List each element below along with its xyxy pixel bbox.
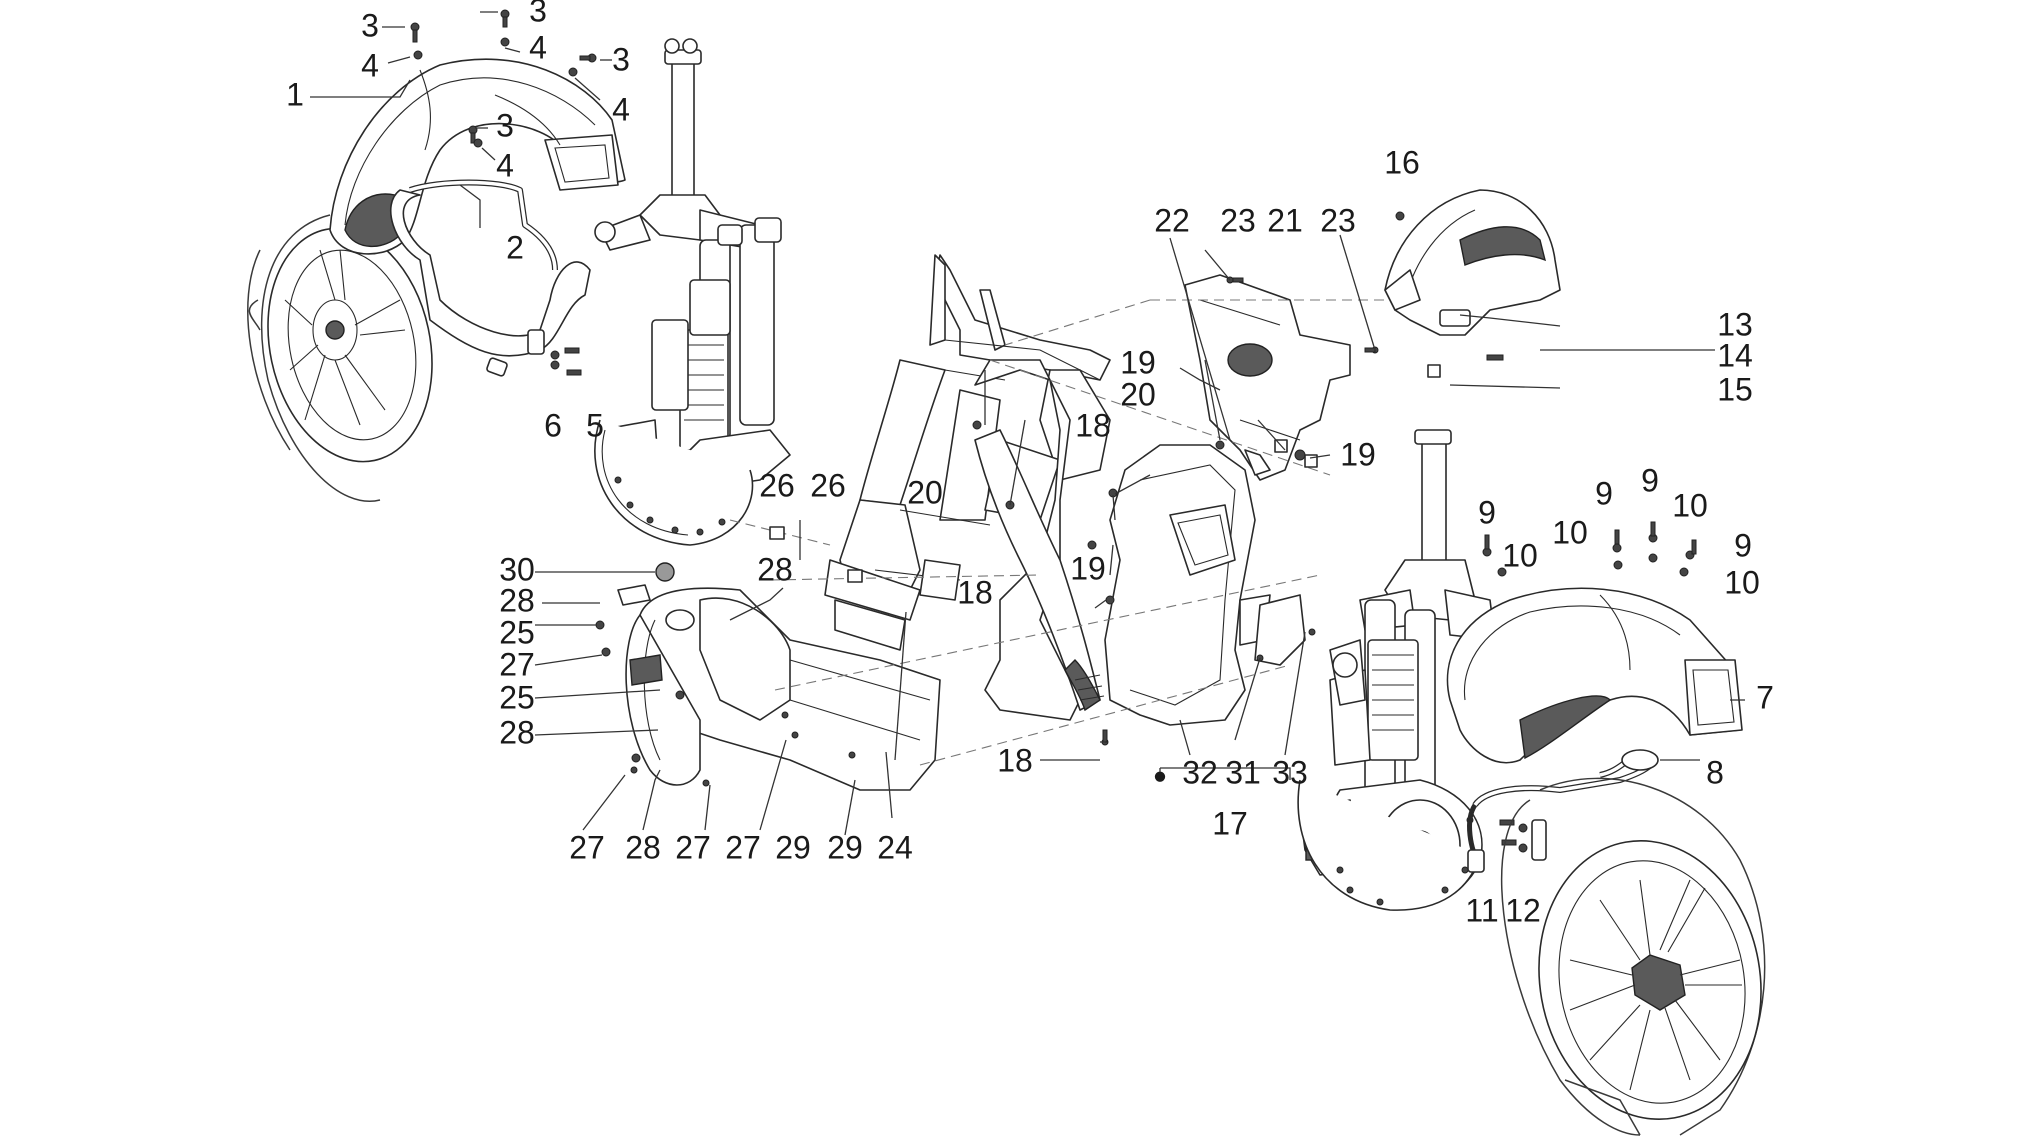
callout-4c: 4 — [612, 91, 630, 127]
callout-10b: 10 — [1552, 514, 1588, 550]
kit-bullet: ● — [1153, 762, 1168, 789]
callout-24: 24 — [877, 829, 913, 865]
small-plate — [1254, 594, 1306, 666]
callout-4a: 4 — [361, 47, 379, 83]
callout-30: 30 — [499, 551, 535, 587]
callout-10c: 10 — [1672, 487, 1708, 523]
callout-2: 2 — [506, 229, 524, 265]
callout-12: 12 — [1505, 892, 1541, 928]
callout-4d: 4 — [496, 147, 514, 183]
callout-25b: 25 — [499, 679, 535, 715]
callout-29b: 29 — [827, 829, 863, 865]
callout-13: 13 — [1717, 306, 1753, 342]
callout-20a: 20 — [1120, 376, 1156, 412]
callout-28c: 28 — [499, 714, 535, 750]
callout-21: 21 — [1267, 202, 1303, 238]
front-left-fork-assembly — [594, 38, 791, 546]
callout-33: 33 — [1272, 754, 1308, 790]
callout-20b: 20 — [907, 474, 943, 510]
callout-5: 5 — [586, 407, 604, 443]
callout-25a: 25 — [499, 614, 535, 650]
front-right-wheel — [1500, 777, 1766, 1136]
left-scoop-cover — [595, 584, 941, 791]
leader-lines — [310, 11, 1745, 836]
callout-10a: 10 — [1502, 537, 1538, 573]
callout-23b: 23 — [1320, 202, 1356, 238]
callout-28a: 28 — [499, 582, 535, 618]
callout-29a: 29 — [775, 829, 811, 865]
callout-3d: 3 — [496, 107, 514, 143]
front-right-mudguard — [1446, 587, 1743, 764]
callout-19a: 19 — [1120, 344, 1156, 380]
callout-1: 1 — [286, 76, 304, 112]
callout-9a: 9 — [1478, 494, 1496, 530]
callout-16: 16 — [1384, 144, 1420, 180]
callout-14: 14 — [1717, 337, 1753, 373]
front-right-fork-assembly — [1297, 429, 1496, 911]
callout-6: 6 — [544, 407, 562, 443]
callout-4b: 4 — [529, 29, 547, 65]
callout-8: 8 — [1706, 754, 1724, 790]
callout-27d: 27 — [725, 829, 761, 865]
callout-9d: 9 — [1734, 527, 1752, 563]
front-right-brake-hose — [1467, 749, 1659, 873]
assembly-lines — [729, 299, 1430, 766]
callout-18a: 18 — [957, 574, 993, 610]
callout-7: 7 — [1756, 679, 1774, 715]
callout-27a: 27 — [499, 646, 535, 682]
center-inner-cover — [1104, 444, 1271, 726]
callout-10d: 10 — [1724, 564, 1760, 600]
callout-3b: 3 — [529, 0, 547, 28]
callout-3c: 3 — [612, 41, 630, 77]
callout-9c: 9 — [1641, 462, 1659, 498]
frame — [824, 254, 1111, 651]
callout-15: 15 — [1717, 371, 1753, 407]
callout-9b: 9 — [1595, 475, 1613, 511]
left-hardware — [410, 9, 597, 376]
callout-26a: 26 — [759, 467, 795, 503]
callout-28d: 28 — [625, 829, 661, 865]
callout-27c: 27 — [675, 829, 711, 865]
callout-23a: 23 — [1220, 202, 1256, 238]
callout-28b: 28 — [757, 551, 793, 587]
callout-17: 17 — [1212, 805, 1248, 841]
callout-19b: 19 — [1340, 436, 1376, 472]
callout-19c: 19 — [1070, 550, 1106, 586]
callout-18b: 18 — [1075, 407, 1111, 443]
front-left-wheel — [247, 214, 433, 502]
center-shield — [974, 359, 1105, 721]
callout-labels: 1 2 3 3 3 3 4 4 4 4 5 6 7 8 9 9 9 9 10 1… — [286, 0, 1774, 928]
callout-32: 32 — [1182, 754, 1218, 790]
callout-26b: 26 — [810, 467, 846, 503]
callout-11: 11 — [1465, 892, 1498, 928]
front-left-brake-hose — [389, 179, 591, 377]
right-hardware — [1482, 521, 1697, 853]
callout-27b: 27 — [569, 829, 605, 865]
callout-18c: 18 — [997, 742, 1033, 778]
rear-hugger — [1384, 189, 1561, 378]
front-left-mudguard — [329, 58, 626, 255]
callout-22: 22 — [1154, 202, 1190, 238]
callout-31: 31 — [1225, 754, 1261, 790]
callout-3a: 3 — [361, 7, 379, 43]
